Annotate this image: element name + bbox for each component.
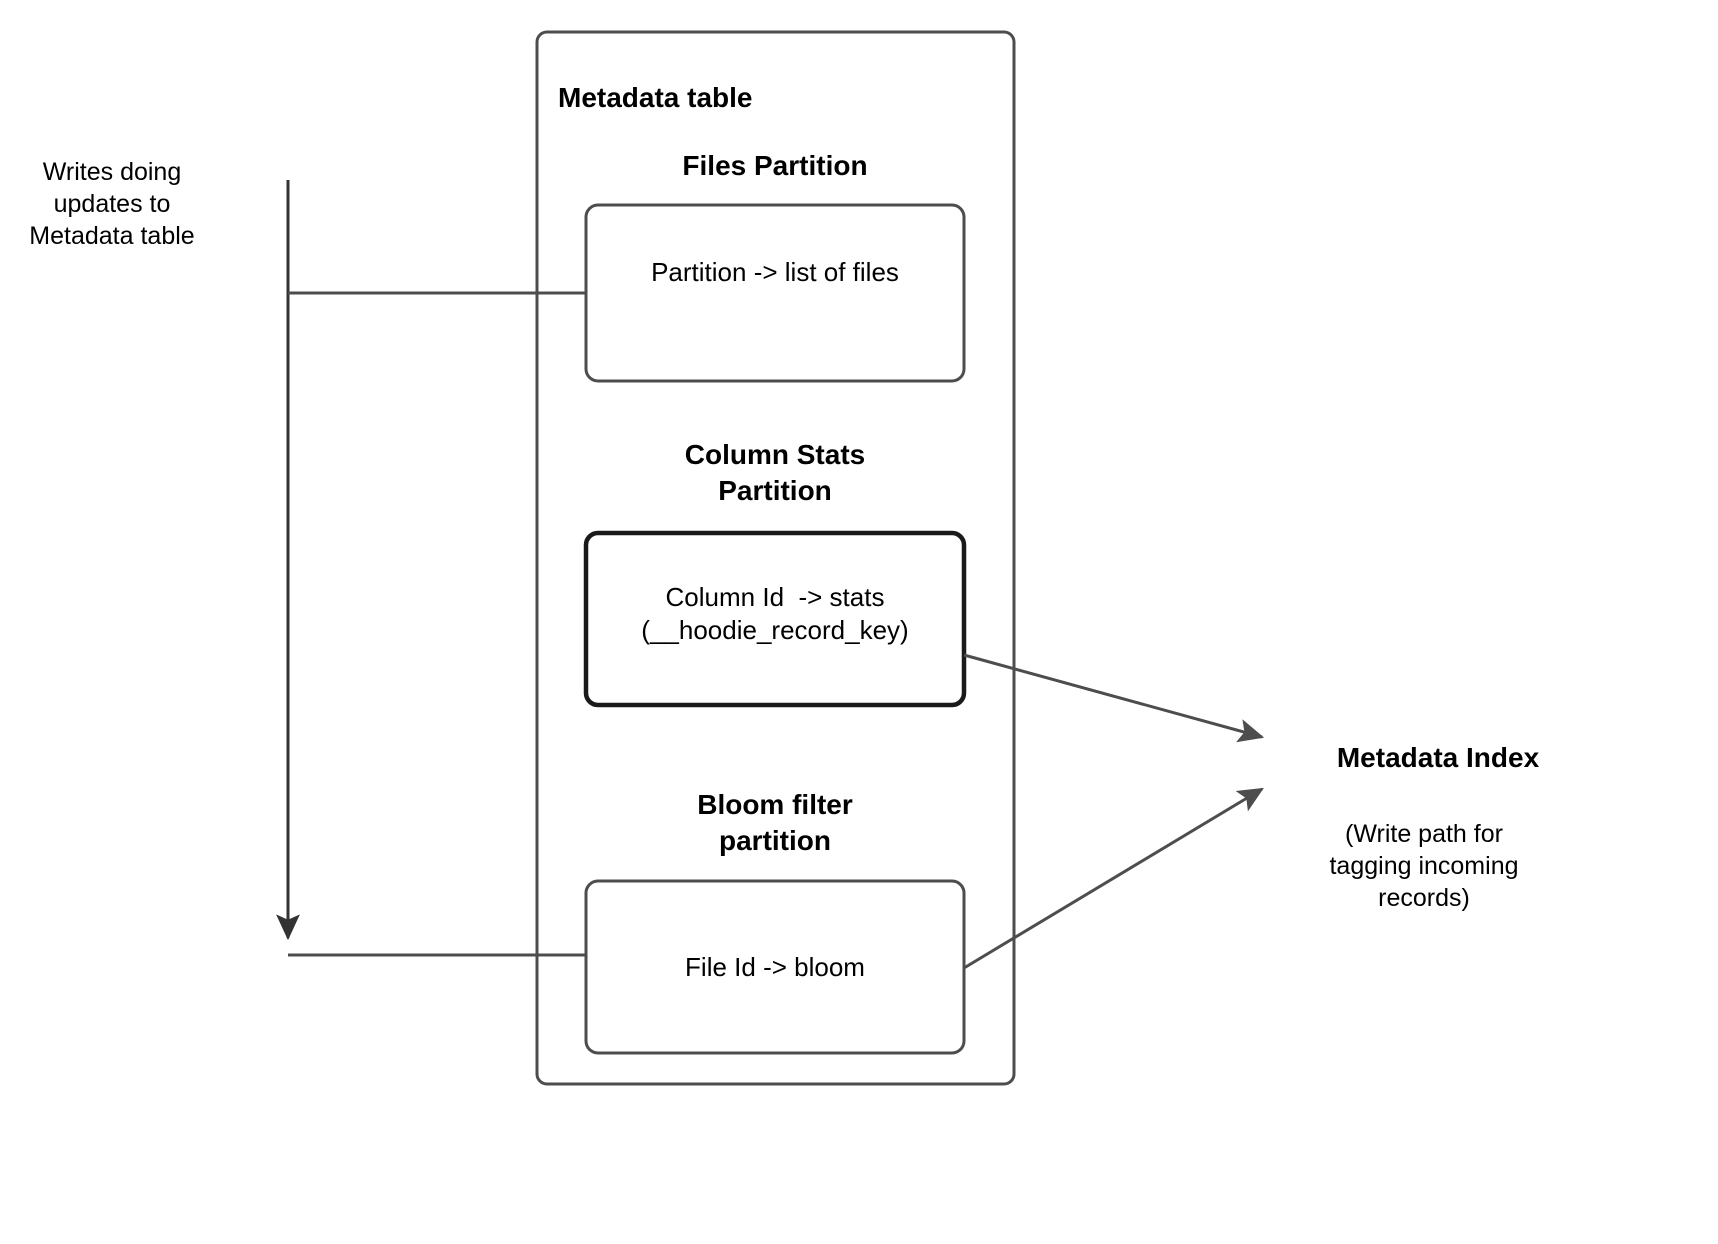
bloom-filter-partition-title: Bloom filter partition: [697, 789, 853, 856]
files-partition-box-text: Partition -> list of files: [651, 257, 899, 287]
column-stats-partition-title: Column Stats Partition: [684, 439, 866, 506]
bloom-filter-partition-box-text: File Id -> bloom: [685, 952, 865, 982]
metadata-index-title: Metadata Index: [1336, 742, 1540, 773]
files-partition-box: [584, 203, 966, 383]
column-stats-to-index-arrow: [963, 653, 1265, 743]
bloom-to-index-arrow: [963, 787, 1264, 970]
column-stats-partition-box: [583, 530, 967, 708]
metadata-table-title: Metadata table: [558, 82, 753, 113]
metadata-index-caption: (Write path for tagging incoming records…: [1329, 820, 1519, 912]
metadata-table-container: [535, 30, 1016, 1086]
files-partition-title: Files Partition: [682, 150, 868, 181]
writes-note-label: Writes doing updates to Metadata table: [29, 158, 195, 250]
column-stats-partition-box-text: Column Id -> stats (__hoodie_record_key): [641, 582, 909, 646]
